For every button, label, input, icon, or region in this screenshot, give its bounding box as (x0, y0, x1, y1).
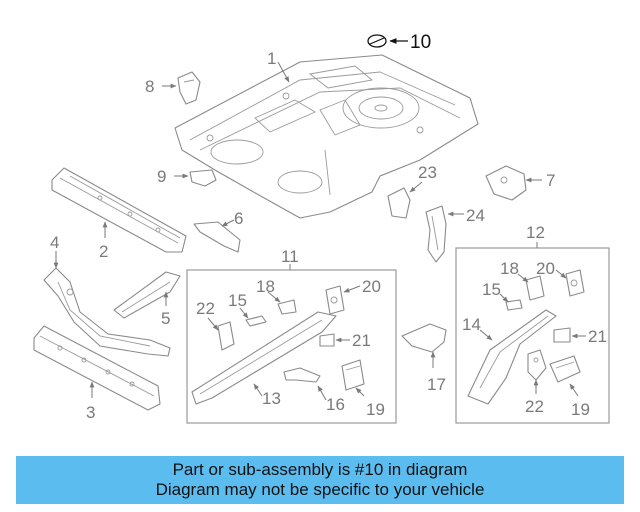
part-10-grommet[interactable] (367, 34, 408, 48)
part-6-bracket[interactable] (193, 221, 241, 253)
part-23-bracket[interactable] (387, 187, 411, 219)
callout-5: 5 (161, 309, 170, 328)
part-21-plate-right[interactable] (553, 327, 571, 343)
callout-21-left: 21 (352, 331, 371, 350)
callout-18-left: 18 (256, 277, 275, 296)
part-13-side-member[interactable] (191, 311, 337, 405)
part-20-bracket-right[interactable] (565, 269, 585, 297)
part-9-bracket[interactable] (189, 169, 217, 187)
group-12-box (455, 247, 610, 424)
group-11-box (186, 269, 397, 424)
callout-13: 13 (262, 389, 281, 408)
callout-19-left: 19 (366, 400, 385, 419)
part-24-pillar[interactable] (425, 205, 447, 263)
part-15-plate-left[interactable] (245, 315, 267, 327)
callout-22-left: 22 (196, 299, 215, 318)
part-3-bumper-reinforcement[interactable] (33, 325, 161, 411)
callout-24: 24 (466, 206, 485, 225)
callout-20-left: 20 (362, 277, 381, 296)
part-2-cross-member[interactable] (51, 167, 187, 253)
callout-3: 3 (86, 403, 95, 422)
callout-15-right: 15 (482, 280, 501, 299)
callout-1: 1 (267, 49, 276, 68)
part-22-bracket-right[interactable] (527, 349, 547, 381)
notice-line-1: Part or sub-assembly is #10 in diagram (172, 460, 468, 479)
part-1-rear-floor-pan[interactable] (174, 54, 479, 219)
callout-15-left: 15 (228, 291, 247, 310)
part-18-plate-left[interactable] (277, 299, 297, 315)
part-22-bracket-left[interactable] (217, 321, 235, 351)
part-14-side-member[interactable] (467, 309, 557, 405)
part-19-bracket-right[interactable] (549, 355, 581, 383)
callout-2: 2 (99, 242, 108, 261)
callout-18-right: 18 (500, 259, 519, 278)
parts-diagram: 10 1 8 9 2 (33, 32, 610, 424)
part-5-bracket[interactable] (113, 271, 181, 319)
part-16-bracket[interactable] (283, 367, 321, 383)
callout-10: 10 (410, 32, 431, 53)
callout-20-right: 20 (536, 259, 555, 278)
callout-21-right: 21 (588, 327, 607, 346)
part-8-bracket[interactable] (177, 71, 201, 105)
part-7-bracket[interactable] (485, 165, 527, 201)
callout-8: 8 (145, 77, 154, 96)
callout-12: 12 (526, 223, 545, 242)
notice-line-2: Diagram may not be specific to your vehi… (155, 480, 485, 499)
callout-6: 6 (234, 209, 243, 228)
callout-9: 9 (157, 167, 166, 186)
diagram-notice-banner: Part or sub-assembly is #10 in diagram D… (16, 456, 624, 504)
callout-19-right: 19 (571, 400, 590, 419)
part-18-plate-right[interactable] (525, 275, 545, 301)
callout-11: 11 (281, 247, 299, 266)
callout-16: 16 (326, 395, 345, 414)
part-21-plate-left[interactable] (319, 333, 335, 347)
part-15-plate-right[interactable] (505, 299, 523, 311)
callout-4: 4 (50, 233, 59, 252)
part-20-bracket-left[interactable] (325, 285, 345, 315)
callout-17: 17 (427, 375, 446, 394)
part-4-curved-rail[interactable] (43, 267, 171, 357)
callout-23: 23 (418, 163, 437, 182)
callout-7: 7 (546, 171, 555, 190)
callout-22-right: 22 (525, 397, 544, 416)
part-19-bracket-left[interactable] (341, 359, 365, 391)
part-17-bracket[interactable] (401, 323, 447, 353)
callout-14: 14 (462, 315, 481, 334)
